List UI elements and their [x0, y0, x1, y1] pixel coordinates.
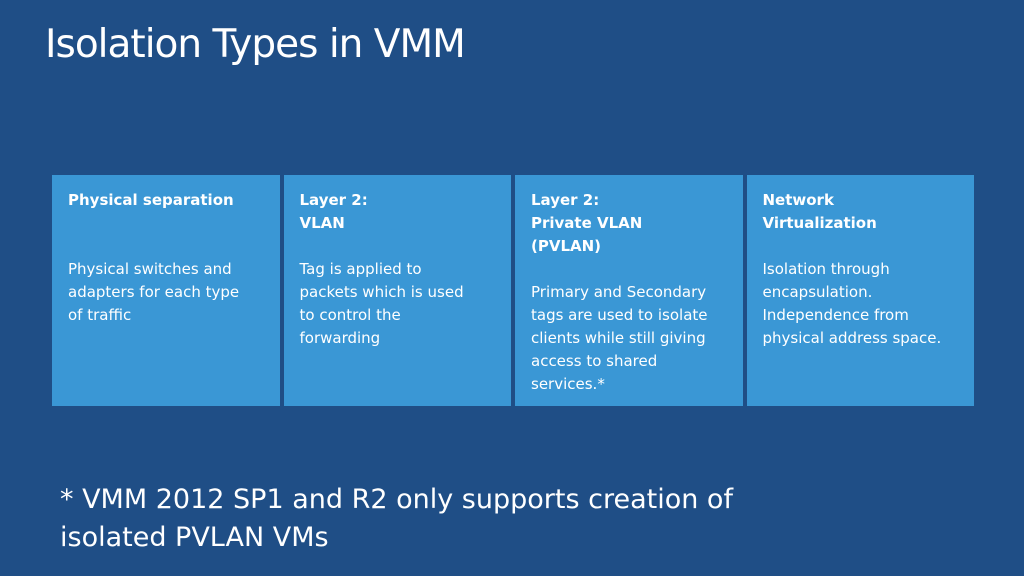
card-body: Tag is applied to packets which is used … [299, 260, 464, 347]
card-heading: Layer 2: VLAN [299, 191, 368, 232]
card-body: Isolation through encapsulation. Indepen… [762, 260, 942, 347]
isolation-types-row: Physical separation Physical switches an… [52, 175, 974, 406]
footnote: * VMM 2012 SP1 and R2 only supports crea… [60, 484, 733, 553]
card-heading: Layer 2: Private VLAN (PVLAN) [531, 191, 643, 255]
card-physical-separation: Physical separation Physical switches an… [52, 175, 280, 406]
slide-title: Isolation Types in VMM [45, 22, 466, 67]
card-heading: Network Virtualization [762, 191, 877, 232]
card-network-virtualization: Network Virtualization Isolation through… [746, 175, 974, 406]
card-private-vlan: Layer 2: Private VLAN (PVLAN) Primary an… [515, 175, 743, 406]
card-body: Primary and Secondary tags are used to i… [531, 283, 708, 393]
card-body: Physical switches and adapters for each … [68, 260, 240, 324]
card-heading: Physical separation [68, 191, 234, 209]
card-vlan: Layer 2: VLAN Tag is applied to packets … [283, 175, 511, 406]
